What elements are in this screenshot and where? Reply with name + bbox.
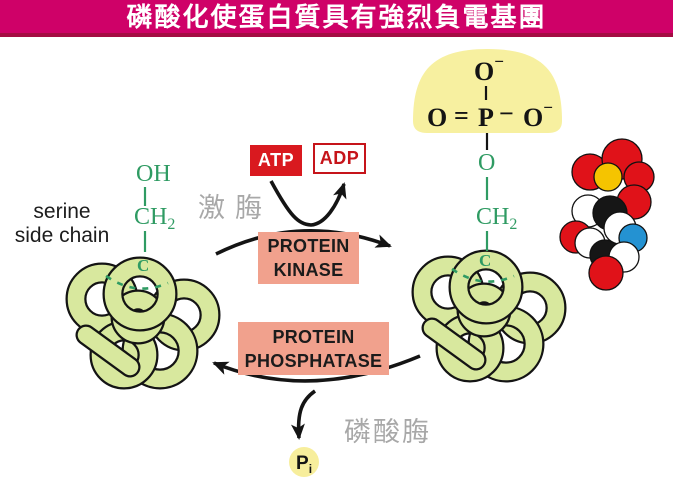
- pi-product: Pi: [289, 447, 319, 477]
- serine-label-line2: side chain: [14, 223, 110, 247]
- kinase-line1: PROTEIN: [267, 236, 350, 256]
- oh-label: OH: [136, 161, 171, 187]
- kinase-forward-arrow: [215, 229, 392, 256]
- phosphatase-line1: PROTEIN: [272, 326, 355, 347]
- protein-phosphatase-box: PROTEIN PHOSPHATASE: [238, 322, 389, 375]
- ch2-label: CH2: [134, 204, 175, 233]
- protein-kinase-box: PROTEIN KINASE: [258, 232, 359, 284]
- atp-adp-arrow: [269, 180, 347, 227]
- double-bond: =: [454, 101, 469, 130]
- serine-label-line1: serine: [33, 200, 91, 223]
- c-label-left: C: [137, 256, 149, 275]
- kinase-line2: KINASE: [273, 260, 344, 280]
- single-bond: −: [499, 99, 514, 128]
- title-bar: 磷酸化使蛋白質具有強烈負電基團: [0, 0, 673, 37]
- atp-badge: ATP: [250, 145, 302, 176]
- serine-chain-left: OH CH2 C: [134, 161, 175, 275]
- phosphatase-reverse-arrow: [212, 354, 421, 383]
- kinase-chinese-label: 激脢: [198, 193, 272, 223]
- phosphate-highlight: [413, 49, 562, 133]
- c-label-right: C: [479, 251, 491, 270]
- p-label: P: [478, 103, 494, 132]
- page-title: 磷酸化使蛋白質具有強烈負電基團: [126, 3, 547, 32]
- protein-blob-left: [76, 267, 210, 379]
- o-right-label: O−: [523, 98, 553, 132]
- phosphatase-line2: PHOSPHATASE: [244, 350, 383, 371]
- pi-label: Pi: [296, 453, 312, 476]
- serine-side-chain-label: serine side chain: [4, 200, 120, 247]
- phosphatase-chinese-label: 磷酸脢: [344, 417, 431, 447]
- adp-badge: ADP: [313, 143, 366, 174]
- o-top-label: O−: [474, 52, 504, 86]
- pi-circle: [289, 447, 319, 477]
- red-atom-sphere: [588, 255, 624, 291]
- pi-release-arrow: [290, 389, 317, 440]
- ch2-label-right: CH2: [476, 204, 517, 233]
- yellow-atom-sphere: [593, 162, 623, 192]
- space-filling-model: [559, 138, 655, 291]
- o-ester-label: O: [478, 150, 495, 176]
- o-left-label: O: [427, 103, 447, 132]
- protein-blob-right: [422, 260, 556, 372]
- phosphate-group: O− O = P − O− O CH2 C: [427, 52, 553, 270]
